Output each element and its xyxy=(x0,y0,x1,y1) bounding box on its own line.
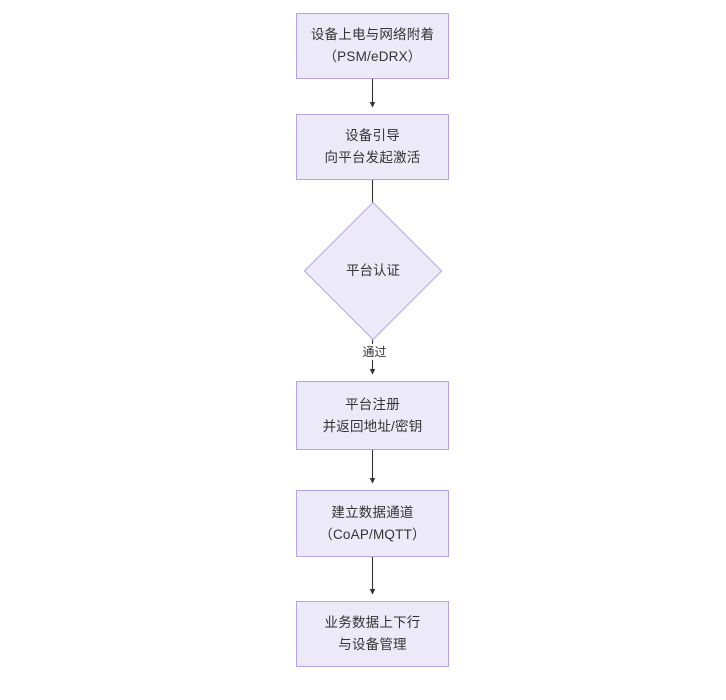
node-power-on[interactable]: 设备上电与网络附着 （PSM/eDRX） xyxy=(296,13,449,79)
node-platform-register-line-1: 平台注册 xyxy=(345,396,400,412)
node-business-data-line-1: 业务数据上下行 xyxy=(324,615,421,630)
node-bootstrap-line-2: 向平台发起激活 xyxy=(324,150,421,165)
node-data-channel[interactable]: 建立数据通道 （CoAP/MQTT） xyxy=(296,490,449,557)
node-platform-register[interactable]: 平台注册 并返回地址/密钥 xyxy=(296,381,449,450)
node-data-channel-line-1: 建立数据通道 xyxy=(331,504,414,520)
node-power-on-line-2: （PSM/eDRX） xyxy=(323,49,422,64)
node-platform-register-line-2: 并返回地址/密钥 xyxy=(322,418,423,434)
node-bootstrap-line-1: 设备引导 xyxy=(345,128,400,143)
node-business-data[interactable]: 业务数据上下行 与设备管理 xyxy=(296,601,449,667)
node-platform-auth-label: 平台认证 xyxy=(346,263,400,278)
edge-label-pass: 通过 xyxy=(355,344,394,360)
node-power-on-line-1: 设备上电与网络附着 xyxy=(310,27,435,42)
node-bootstrap[interactable]: 设备引导 向平台发起激活 xyxy=(296,114,449,180)
node-business-data-line-2: 与设备管理 xyxy=(338,637,407,652)
node-data-channel-line-2: （CoAP/MQTT） xyxy=(319,526,426,542)
